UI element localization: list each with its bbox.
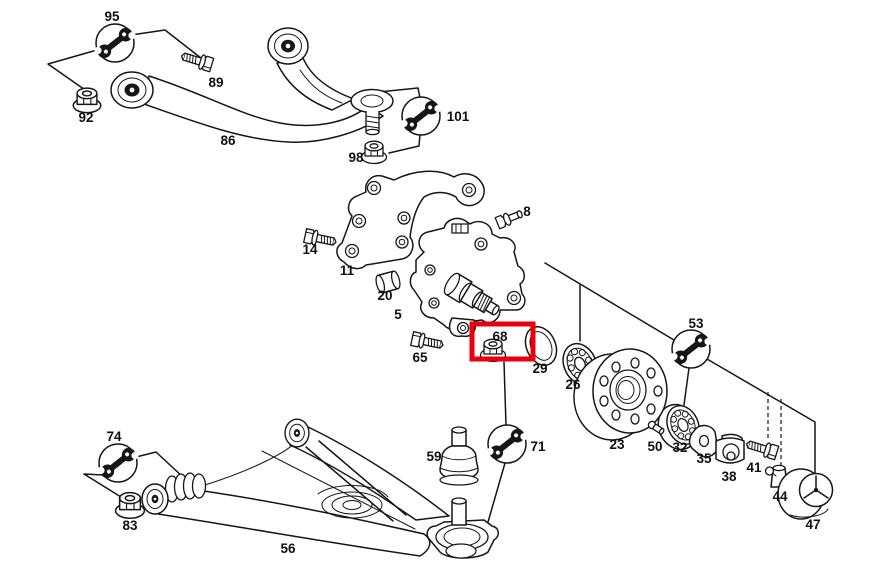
part-label-41-bolt: 41 [746,460,762,475]
part-label-95-repair-kit-marker: 95 [104,9,120,24]
part-38-clamping-nut [715,433,745,464]
part-label-29-sealing-ring: 29 [532,361,547,376]
part-label-56-lower-control-arm: 56 [280,541,296,556]
part-label-5-steering-knuckle: 5 [394,307,402,322]
part-label-98-self-locking-nut: 98 [348,150,364,165]
leader-lines [47,29,816,537]
part-label-92-self-locking-nut: 92 [78,110,93,125]
part-label-101-repair-kit-marker: 101 [447,109,470,124]
highlight-box-part-68[interactable] [469,321,536,362]
part-label-26-ball-bearing: 26 [565,377,581,392]
part-label-20-bushing: 20 [377,288,392,303]
part-35-washer [688,424,719,458]
part-98-nut [360,140,388,165]
part-label-53-repair-kit-marker: 53 [688,316,704,331]
part-23-wheel-hub [573,348,668,441]
part-59-ball-joint-boot [439,426,479,486]
part-label-23-wheel-hub: 23 [609,437,625,452]
part-95-repair-kit-marker [92,22,138,64]
part-11-supporting-bracket [336,170,485,270]
part-92-nut [72,87,102,114]
part-label-65-bolt: 65 [412,350,428,365]
part-32-ball-bearing [657,399,706,451]
part-label-86-upper-control-arm: 86 [220,133,236,148]
part-label-11-supporting-bracket: 11 [340,263,355,278]
part-47-hub-cap [777,468,834,520]
part-label-71-repair-kit-marker: 71 [530,439,546,454]
part-83-nut [114,491,146,519]
part-50-pin [647,420,665,435]
part-41-bolt [743,436,780,461]
part-label-38-clamping-nut: 38 [721,469,737,484]
part-101-repair-kit-marker [398,95,444,137]
part-label-35-washer: 35 [696,451,712,466]
part-label-83-self-locking-nut: 83 [122,518,138,533]
part-71-repair-kit-marker [484,423,530,465]
part-89-hex-bolt [178,48,215,73]
part-5-steering-knuckle [409,217,526,338]
part-56-lower-control-arm [141,418,499,559]
part-label-89-hex-bolt: 89 [208,75,223,90]
part-label-14-bolt: 14 [302,242,318,257]
part-label-59-ball-joint-boot: 59 [426,449,441,464]
part-label-68-hex-nut-highlighted: 68 [492,329,508,344]
part-74-repair-kit-marker [95,442,141,484]
part-label-47-hub-cap: 47 [805,517,820,532]
part-8-bolt [494,210,523,230]
part-label-44-valve: 44 [772,489,788,504]
part-label-8-bolt: 8 [523,204,531,219]
part-label-32-ball-bearing: 32 [672,440,687,455]
part-label-50-pin: 50 [647,439,662,454]
part-53-repair-kit-marker [668,328,714,370]
part-86-upper-control-arm [110,27,394,143]
part-20-bushing [375,270,401,294]
part-label-74-repair-kit-marker: 74 [106,429,122,444]
